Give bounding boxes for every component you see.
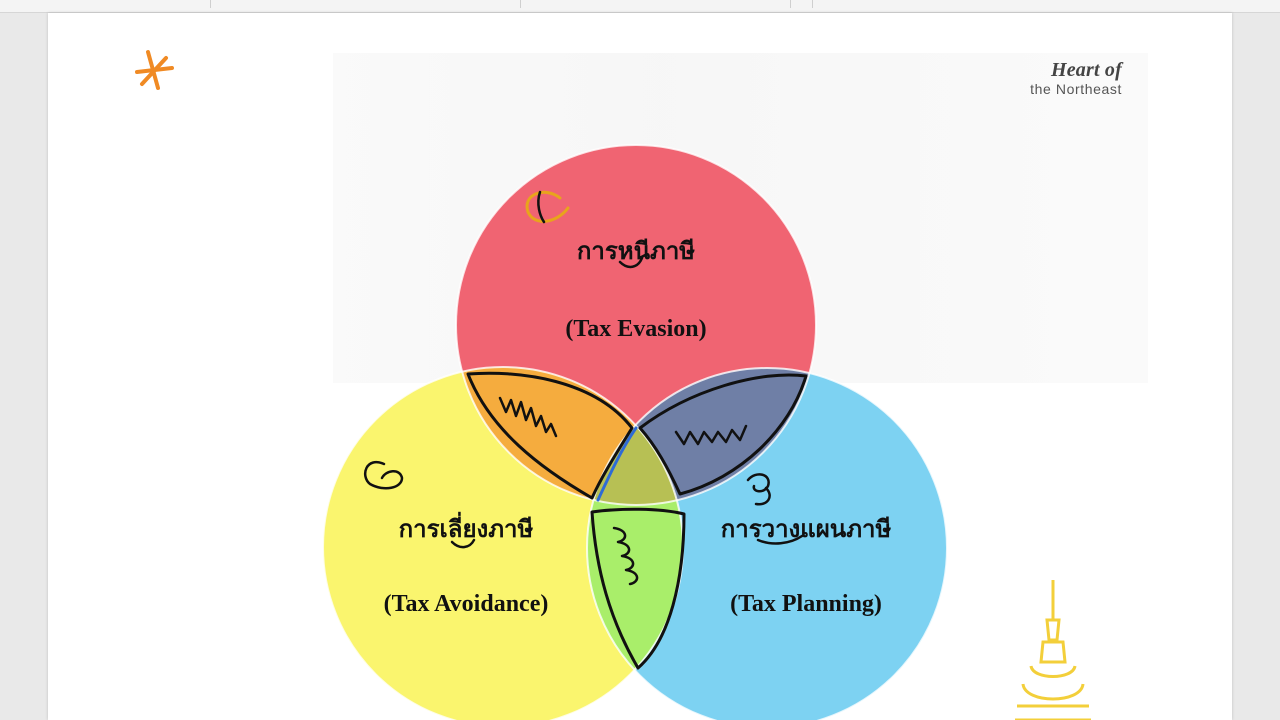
asterisk-icon [135,50,174,90]
toolbar-divider [790,0,791,8]
brand-logo: Heart of the Northeast [1030,59,1122,97]
venn-diagram [135,50,948,720]
toolbar-divider [520,0,521,8]
presentation-slide: Heart of the Northeast [48,13,1232,720]
handwritten-center-line [596,426,638,502]
handwritten-mark-evasion [525,190,644,269]
handwritten-mark-planning [746,473,804,545]
tax-planning-thai-label: การวางแผนภาษี [720,515,892,543]
handwritten-shading-evasion-avoidance [466,371,634,500]
temple-logo [1015,580,1091,720]
toolbar-divider [812,0,813,8]
overlap-evasion-avoidance [456,367,683,505]
tax-evasion-thai-label: การหนีภาษี [576,237,696,265]
toolbar-divider [210,0,211,8]
brand-line2: the Northeast [1030,81,1122,97]
handwritten-mark-avoidance [364,460,476,549]
overlap-evasion-planning [587,368,816,505]
tax-avoidance-english-label: (Tax Avoidance) [383,591,549,617]
tax-planning-english-label: (Tax Planning) [730,591,882,617]
tax-evasion-english-label: (Tax Evasion) [565,316,707,342]
brand-line1: Heart of [1050,59,1122,81]
tax-avoidance-thai-label: การเลี่ยงภาษี [398,515,534,543]
handwritten-shading-avoidance-planning [590,507,686,670]
browser-toolbar-strip [0,0,1280,13]
handwritten-shading-evasion-planning [638,373,808,496]
